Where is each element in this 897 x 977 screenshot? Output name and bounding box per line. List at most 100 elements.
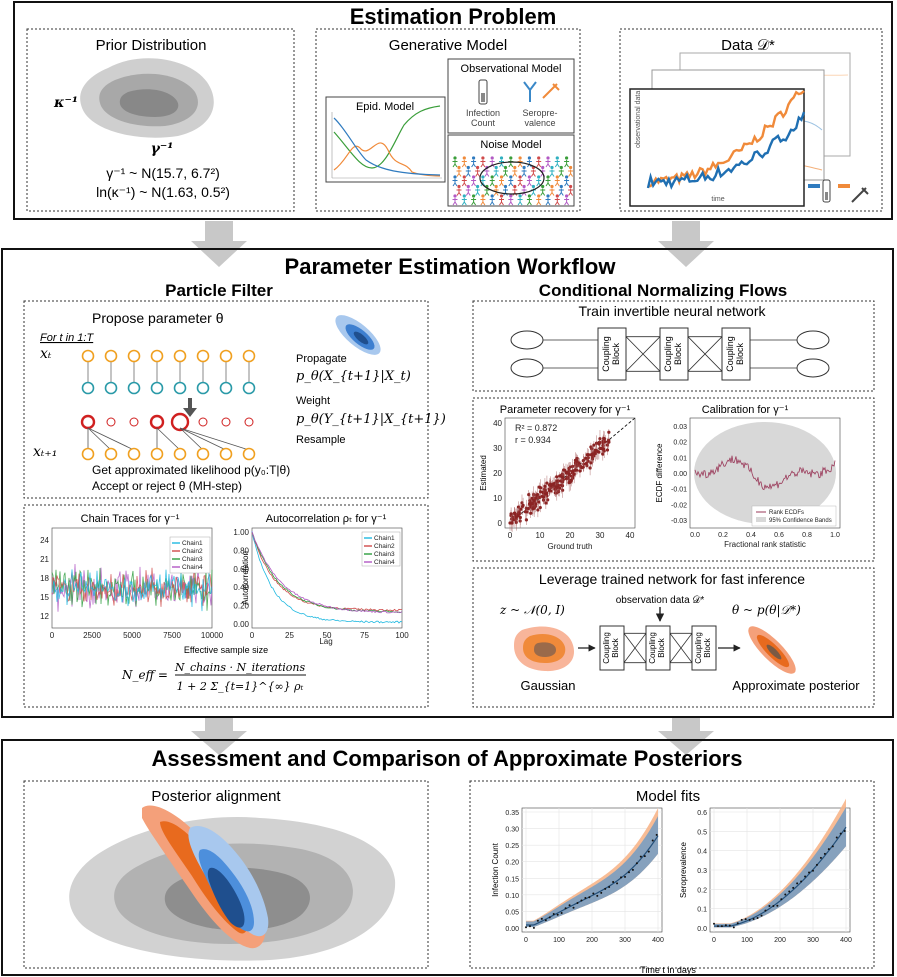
observed-point	[823, 852, 826, 855]
person-head	[494, 184, 498, 189]
pf-particle-t	[81, 349, 95, 363]
person-body	[461, 179, 467, 187]
x-tick-label: 0.0	[690, 532, 700, 539]
pf-particle-t1	[219, 447, 233, 461]
recovery-point	[538, 495, 542, 499]
data-stacked-plots: observational data time	[629, 52, 851, 207]
person-head	[565, 156, 569, 160]
person-head	[481, 175, 485, 179]
person-head	[546, 194, 550, 198]
y-tick-label: 20	[493, 469, 502, 478]
coupling-block-label: Block	[657, 637, 666, 658]
y-tick-label: 0.35	[505, 810, 519, 817]
arrow-down-left-1	[191, 221, 247, 267]
person-head	[503, 165, 508, 170]
recovery-point	[605, 448, 610, 452]
person-body	[545, 160, 551, 168]
person-body	[452, 160, 458, 168]
recovery-ylabel: Estimated	[479, 455, 488, 491]
recovery-point	[537, 485, 541, 489]
observed-point	[843, 829, 846, 832]
antibody-syringe-icon	[523, 81, 560, 102]
recovery-point	[536, 508, 540, 512]
recovery-point	[547, 483, 552, 487]
person-head	[453, 156, 457, 160]
recovery-point	[510, 521, 514, 525]
prior-eq-gamma: γ⁻¹ ~ N(15.7, 6.7²)	[106, 165, 220, 181]
pf-resample-link	[179, 427, 250, 451]
pf-particle-t	[127, 349, 141, 363]
person-body	[503, 188, 508, 196]
model-fits-title: Model fits	[636, 788, 700, 805]
y-tick-label: 0.20	[505, 860, 519, 867]
y-tick-label: 0.03	[673, 424, 687, 431]
person-body	[540, 188, 546, 196]
observed-point	[540, 917, 543, 920]
person-head	[476, 165, 480, 170]
recovery-point	[555, 491, 559, 495]
estimation-section-frame	[13, 1, 893, 220]
recovery-point	[511, 518, 515, 522]
y-tick-label: 0.40	[233, 583, 249, 592]
person-head	[565, 175, 569, 179]
person-head	[550, 165, 554, 170]
recovery-point	[559, 483, 564, 487]
recovery-point	[512, 511, 516, 515]
person-body	[493, 169, 499, 177]
recovery-point	[528, 499, 532, 503]
gamma-axis-label: γ⁻¹	[151, 141, 174, 157]
coupling-block	[599, 625, 625, 671]
observed-point	[784, 893, 787, 896]
pf-particle-prop	[104, 381, 118, 395]
recovery-point	[532, 498, 536, 503]
x-tick-label: 0.2	[718, 532, 728, 539]
prior-title: Prior Distribution	[96, 37, 207, 54]
person-head	[527, 156, 532, 160]
y-tick-label: 0	[498, 519, 503, 528]
person-body	[499, 179, 504, 187]
person-head	[569, 184, 573, 189]
person-head	[513, 184, 517, 189]
recovery-point	[591, 452, 596, 456]
person-body	[564, 160, 570, 168]
person-body	[471, 198, 477, 206]
recovery-point	[547, 488, 552, 492]
observed-point	[796, 882, 799, 885]
recovery-point	[589, 445, 593, 449]
person-head	[466, 184, 470, 189]
person-head	[537, 156, 541, 160]
autocorrelation-title: Autocorrelation ρₜ for γ⁻¹	[266, 513, 387, 525]
recovery-point	[554, 485, 558, 489]
data-title: Data 𝒟*	[721, 37, 775, 54]
autocorr-series	[251, 531, 403, 624]
observed-point	[827, 848, 830, 851]
recovery-point	[529, 502, 534, 506]
person-head	[555, 194, 559, 198]
pf-particle-t1	[196, 447, 210, 461]
person-head	[481, 156, 485, 160]
pf-particle-prop	[196, 381, 210, 395]
x-tick-label: 0.6	[774, 532, 784, 539]
epid-model-curves	[331, 105, 442, 179]
person-head	[457, 184, 461, 189]
person-body	[484, 188, 490, 196]
pf-particle-t	[104, 349, 118, 363]
person-head	[555, 156, 559, 160]
recovery-point	[607, 440, 611, 444]
r-annotation: r = 0.934	[515, 435, 551, 445]
pf-resample-link	[156, 427, 181, 451]
input-node	[510, 330, 544, 350]
observed-point	[643, 855, 646, 858]
approximate-posterior-blob	[748, 626, 796, 674]
posterior-band-blue	[714, 807, 846, 928]
particle-filter-panel	[23, 300, 429, 499]
trace-series	[51, 567, 213, 611]
person-body	[526, 198, 532, 206]
person-body	[489, 160, 495, 168]
data-observed-series	[646, 90, 806, 190]
resample-label: Resample	[296, 434, 346, 446]
diagnostics-panel	[23, 504, 429, 708]
pf-particle-t	[173, 349, 187, 363]
